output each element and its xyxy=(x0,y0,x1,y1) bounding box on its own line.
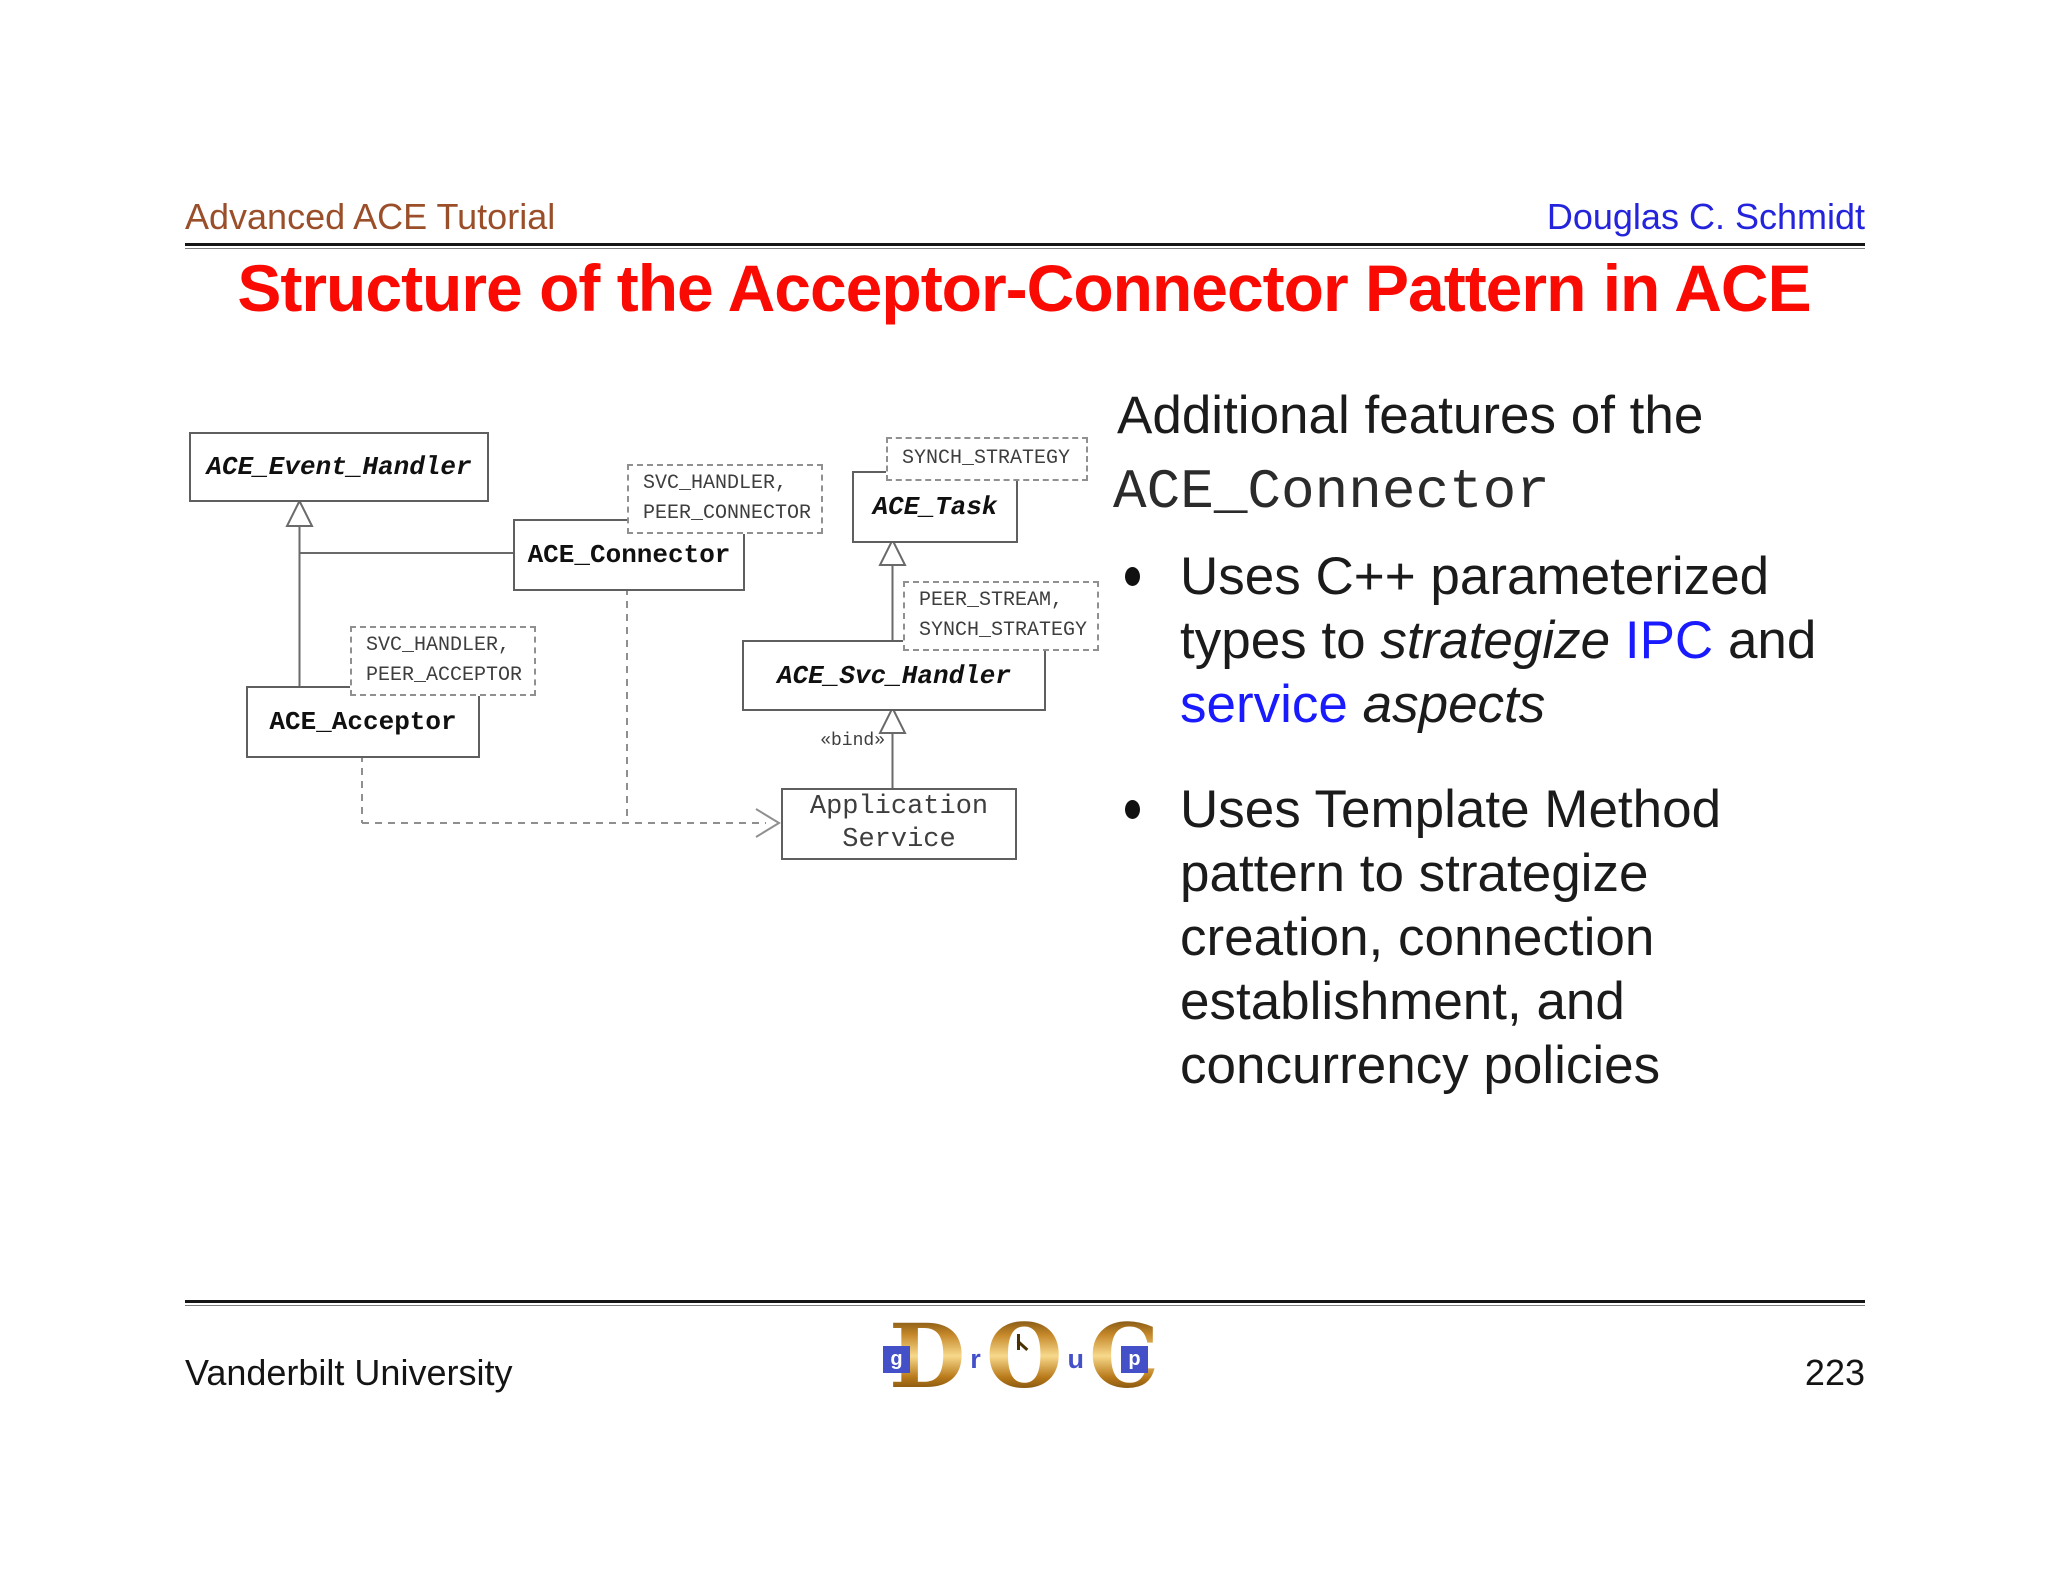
uml-class-label: ACE_Svc_Handler xyxy=(776,660,1012,691)
logo-letter-g-badge: g xyxy=(882,1346,910,1373)
text-segment: establishment, and xyxy=(1180,972,1625,1031)
text-segment: SYNCH_STRATEGY xyxy=(919,619,1088,642)
text-segment xyxy=(1610,611,1625,670)
text-line: creation, connection xyxy=(1180,906,1721,970)
footer-divider xyxy=(185,1300,1865,1306)
uml-class-ace-svc-handler: ACE_Svc_Handler xyxy=(742,640,1046,711)
text-segment: Uses C++ parameterized xyxy=(1180,547,1770,606)
uml-class-label: ACE_Connector xyxy=(527,540,731,570)
text-segment: IPC xyxy=(1624,611,1714,670)
text-segment: strategize xyxy=(1380,611,1611,670)
text-segment: aspects xyxy=(1362,675,1546,734)
text-segment: Uses Template Method xyxy=(1180,780,1722,839)
uml-class-ace-task: ACE_Task xyxy=(852,471,1018,543)
header-course-title: Advanced ACE Tutorial xyxy=(185,196,556,237)
text-segment: types to xyxy=(1180,611,1381,670)
text-line: Service xyxy=(842,824,955,857)
text-segment: Service xyxy=(842,825,956,855)
text-line: pattern to strategize xyxy=(1180,842,1721,906)
footer-institution: Vanderbilt University xyxy=(185,1352,513,1393)
text-segment: Application xyxy=(809,792,989,822)
bullet-dot-icon xyxy=(1125,800,1140,819)
triangle-arrow-icon xyxy=(878,705,907,734)
slide-title: Structure of the Acceptor-Connector Patt… xyxy=(237,251,1811,325)
text-line: SYNCH_STRATEGY xyxy=(902,444,1086,474)
text-line: SVC_HANDLER, xyxy=(366,631,534,661)
text-segment xyxy=(1348,675,1363,734)
text-line: SVC_HANDLER, xyxy=(643,469,821,499)
logo-letter-p-badge: p xyxy=(1120,1346,1148,1373)
text-line: PEER_ACCEPTOR xyxy=(366,661,534,691)
open-arrow-icon xyxy=(755,808,781,838)
uml-class-label: ACE_Event_Handler xyxy=(206,452,472,482)
header-divider xyxy=(185,243,1865,249)
logo-letter-o: O xyxy=(986,1312,1063,1400)
logo-letter-r: r xyxy=(970,1344,981,1374)
text-line: concurrency policies xyxy=(1180,1034,1721,1098)
text-segment: creation, connection xyxy=(1180,908,1655,967)
logo-letter-d: D g xyxy=(882,1312,965,1400)
bullet-dot-icon xyxy=(1125,567,1140,586)
logo-letter-o-glyph: O xyxy=(985,1304,1063,1408)
uml-class-ace-acceptor: ACE_Acceptor xyxy=(246,686,480,758)
text-line: Uses C++ parameterized xyxy=(1180,545,1816,609)
uml-class-label: ACE_Acceptor xyxy=(269,707,457,737)
text-line: service aspects xyxy=(1180,673,1816,737)
template-params-svc-handler: PEER_STREAM, SYNCH_STRATEGY xyxy=(903,581,1099,651)
template-params-connector: SVC_HANDLER, PEER_CONNECTOR xyxy=(627,464,823,534)
template-params-acceptor: SVC_HANDLER, PEER_ACCEPTOR xyxy=(350,626,536,696)
text-segment: PEER_ACCEPTOR xyxy=(366,664,523,687)
text-segment: concurrency policies xyxy=(1180,1036,1661,1095)
text-segment: SVC_HANDLER, xyxy=(366,634,511,657)
text-line: PEER_STREAM, xyxy=(919,586,1097,616)
section-heading-line2: ACE_Connector xyxy=(1113,460,1550,524)
page-number: 223 xyxy=(1804,1352,1865,1393)
section-heading-line1: Additional features of the xyxy=(1117,386,1704,445)
text-segment: pattern to strategize xyxy=(1180,844,1649,903)
text-segment: PEER_STREAM, xyxy=(919,589,1064,612)
text-line: Application xyxy=(810,791,988,824)
text-line: establishment, and xyxy=(1180,970,1721,1034)
triangle-arrow-icon xyxy=(878,537,907,566)
logo-letter-c: C p xyxy=(1089,1312,1159,1400)
text-segment: and xyxy=(1713,611,1817,670)
text-segment: SVC_HANDLER, xyxy=(643,472,788,495)
bind-stereotype-label: «bind» xyxy=(820,731,885,751)
text-line: PEER_CONNECTOR xyxy=(643,499,821,529)
text-segment: service xyxy=(1180,675,1348,734)
text-segment: PEER_CONNECTOR xyxy=(643,502,812,525)
uml-class-ace-event-handler: ACE_Event_Handler xyxy=(189,432,489,502)
text-segment: SYNCH_STRATEGY xyxy=(902,447,1071,470)
text-line: SYNCH_STRATEGY xyxy=(919,616,1097,646)
doc-group-logo: D g r O u C p xyxy=(0,1312,2048,1404)
text-line: types to strategize IPC and xyxy=(1180,609,1816,673)
header-author: Douglas C. Schmidt xyxy=(1546,196,1865,237)
template-params-task: SYNCH_STRATEGY xyxy=(886,437,1088,481)
uml-class-label: ACE_Task xyxy=(872,492,998,522)
logo-letter-u: u xyxy=(1067,1344,1084,1374)
triangle-arrow-icon xyxy=(285,498,314,527)
text-line: Uses Template Method xyxy=(1180,778,1721,842)
